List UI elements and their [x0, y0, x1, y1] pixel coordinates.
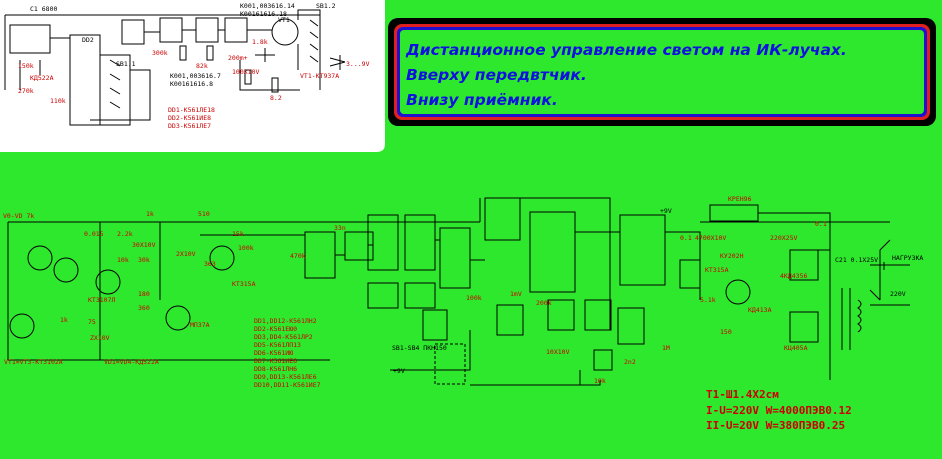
rx-mains-label: 220V [890, 290, 906, 298]
rx-ic-6: DD7-К561ИЕ6 [254, 357, 297, 365]
title-line-1: Дистанционное управление светом на ИК-лу… [406, 41, 847, 59]
receiver-schematic [7, 197, 910, 386]
rx-vt6-label: КТ315А [232, 280, 256, 288]
rx-vt4-label: КТ3107Л [88, 296, 115, 304]
transmitter-schematic [4, 9, 346, 126]
rx-mains-vd: 4КД4356 [780, 272, 807, 280]
rx-val-16: 2n2 [624, 358, 636, 366]
tx-sb12-label: SB1.2 [316, 2, 336, 10]
tx-c1-label: C1 6800 [30, 5, 57, 13]
rx-reg-cap-2: 4700X10V [695, 234, 726, 242]
tx-ic-1: DD1-К561ЛЕ18 [168, 106, 215, 114]
tx-note-3: К001,003616.7 [170, 72, 221, 80]
rx-val-26: 1k [60, 316, 68, 324]
rx-val-13: 100k [466, 294, 482, 302]
rx-val-22: 1mV [510, 290, 522, 298]
tx-rval-7: 8.2 [270, 94, 282, 102]
tx-ic-3: DD3-К561ЛЕ7 [168, 122, 211, 130]
rx-val-12: 33n [334, 224, 346, 232]
rx-vt-label: VT1=VT3-КТ3102А [4, 358, 63, 366]
transformer-spec-secondary: II-U=20V W=380ПЭВ0.25 [706, 419, 846, 432]
rx-da1-label: КРЕН96 [728, 195, 752, 203]
title-frame: Дистанционное управление светом на ИК-лу… [388, 18, 936, 126]
tx-note-4: К00161616.8 [170, 80, 213, 88]
rx-reg-cap-4: 0.1 [815, 220, 827, 228]
rx-val-19: 150 [720, 328, 732, 336]
rx-val-8: 363 [204, 260, 216, 268]
rx-supply-2: +9V [393, 367, 405, 375]
rx-val-10: 100k [238, 244, 254, 252]
transmitter-labels: C1 6800 150k КД522А 270k 110k DD2 SB1.1 … [18, 2, 370, 130]
rx-sb-label: SB1-SB4 ПКН150 [392, 344, 447, 352]
rx-cap-load: С21 0.1X25V [835, 256, 878, 264]
tx-vt1-type: VT1-КТ937А [300, 72, 339, 80]
title-frame-blue: Дистанционное управление светом на ИК-лу… [397, 27, 927, 117]
tx-dd2-label: DD2 [82, 36, 94, 44]
rx-val-5: 30k [138, 256, 150, 264]
rx-ic-8: DD9,DD13-К561ЛЕ6 [254, 373, 317, 381]
rx-reg-cap-1: 0.1 [680, 234, 692, 242]
rx-val-25: 360 [138, 304, 150, 312]
rx-val-23: 2X10V [176, 250, 196, 258]
tx-ic-2: DD2-К561ИЕ8 [168, 114, 211, 122]
transformer-spec-primary: I-U=220V W=4000ПЭВ0.12 [706, 404, 852, 417]
rx-val-1: 0.015 [84, 230, 104, 238]
tx-r1-label: 150k [18, 62, 34, 70]
title-line-3: Внизу приёмник. [406, 91, 558, 109]
rx-supply-1: +9V [660, 207, 672, 215]
rx-val-7: 510 [198, 210, 210, 218]
tx-rval-1: 300k [152, 49, 168, 57]
rx-ic-2: DD2-К561ЕЮ0 [254, 325, 297, 333]
rx-reg-cap-3: 220X25V [770, 234, 797, 242]
rx-val-17: 10k [594, 377, 606, 385]
rx-val-14: 200k [536, 299, 552, 307]
tx-vd1-type: КД522А [30, 74, 54, 82]
tx-r2-label: 270k [18, 87, 34, 95]
tx-power-label: 3...9V [346, 60, 370, 68]
tx-note-2: К00161616.18 [240, 10, 287, 18]
rx-vd5-label: КД413А [748, 306, 772, 314]
rx-val-24: 180 [138, 290, 150, 298]
tx-rval-6: 100X10V [232, 68, 259, 76]
title-panel: Дистанционное управление светом на ИК-лу… [400, 30, 924, 114]
rx-val-15: 1M [662, 344, 670, 352]
rx-val-2: 2.2k [117, 230, 133, 238]
tx-rval-2: 82k [196, 62, 208, 70]
rx-val-18: 5.1k [700, 296, 716, 304]
rx-vd-label: VD1=VD4-КД522А [104, 358, 159, 366]
tx-note-1: К001,003616.14 [240, 2, 295, 10]
tx-rval-5: 200m+ [228, 54, 248, 62]
rx-ic-9: DD10,DD11-К561ИЕ7 [254, 381, 321, 389]
rx-ic-3: DD3,DD4-К561ЛР2 [254, 333, 313, 341]
rx-vd6-label: КЦ405А [784, 344, 808, 352]
rx-val-11: 470k [290, 252, 306, 260]
tx-sb1-label: SB1.1 [116, 60, 136, 68]
rx-load-label: НАГРУЗКА [892, 254, 923, 262]
rx-ic-1: DD1,DD12-К561ЛН2 [254, 317, 317, 325]
rx-input-label: V0-VD 7k [3, 212, 34, 220]
rx-vs-label: КУ202Н [720, 252, 744, 260]
rx-val-27: 75 [88, 318, 96, 326]
rx-ic-4: DD5-К561ЛП13 [254, 341, 301, 349]
tx-rval-3: 1.8k [252, 38, 268, 46]
rx-ic-5: DD6-К561ИЮ [254, 349, 293, 357]
receiver-labels: V0-VD 7k VD1=VD4-КД522А VT1=VT3-КТ3102А … [3, 195, 923, 389]
rx-val-3: 10k [117, 256, 129, 264]
rx-ic-7: DD8-К561ЛН6 [254, 365, 297, 373]
rx-val-4: 30X10V [132, 241, 156, 249]
transformer-spec-core: T1-Ш1.4X2см [706, 388, 779, 401]
title-line-2: Вверху передвтчик. [406, 66, 587, 84]
tx-vt1-label: VT1 [278, 16, 290, 24]
rx-val-9: 15k [232, 230, 244, 238]
rx-val-21: 10X10V [546, 348, 570, 356]
rx-val-20: ZX10V [90, 334, 110, 342]
transmitter-panel [0, 0, 385, 152]
rx-vt7-label: КТ315А [705, 266, 729, 274]
rx-val-6: 1k [146, 210, 154, 218]
rx-vt5-label: МП37А [190, 321, 210, 329]
tx-r3-label: 110k [50, 97, 66, 105]
title-frame-red: Дистанционное управление светом на ИК-лу… [394, 24, 930, 120]
